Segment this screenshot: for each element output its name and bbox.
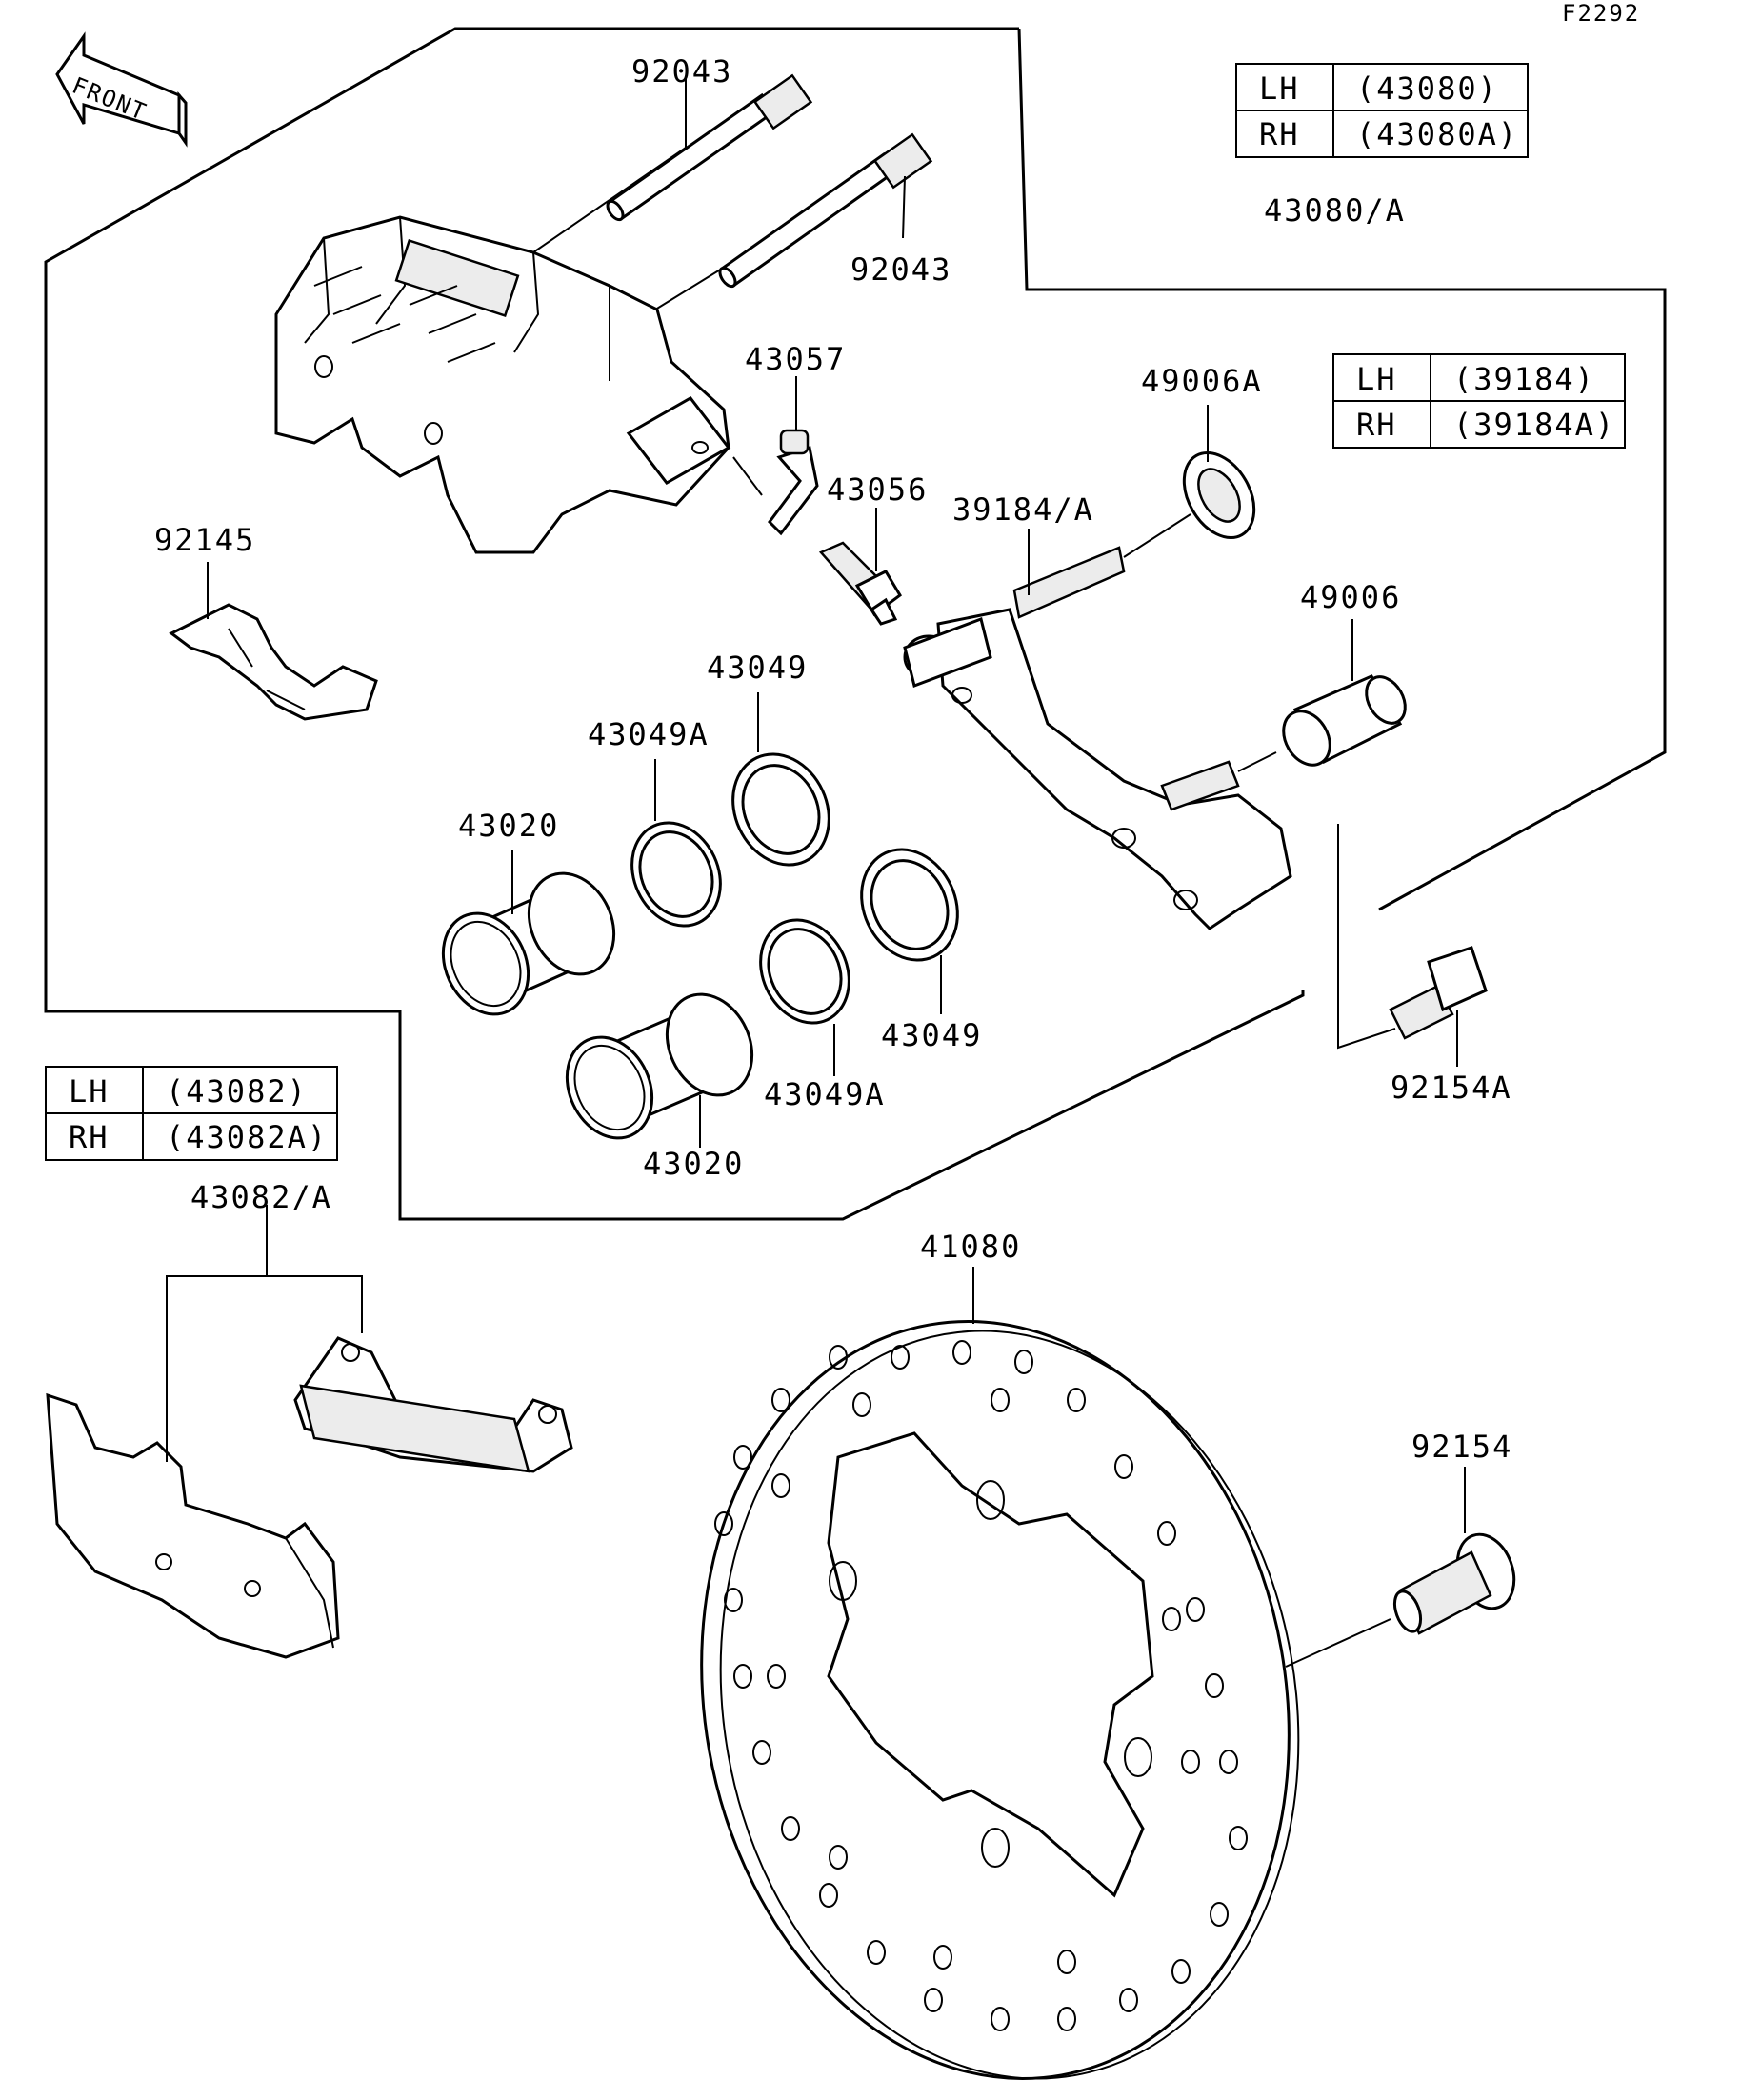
piston-upper	[441, 871, 616, 1016]
slide-pin-lower	[718, 132, 933, 289]
caliper-assembly-boundary-right	[1017, 28, 1667, 911]
table-bracket-lh-side: LH	[1356, 361, 1397, 397]
boot-upper	[1182, 450, 1256, 540]
callout-bleed-valve: 43056	[827, 471, 928, 508]
caliper-assembly-boundary	[44, 27, 1305, 1221]
callout-seal-dust-top: 43049A	[588, 716, 710, 752]
bracket-bolt	[1389, 946, 1488, 1040]
callout-seal-outer-top: 43049	[707, 650, 808, 686]
callout-disc: 41080	[920, 1229, 1021, 1265]
seal-dust-lower	[759, 918, 850, 1025]
boot-lower	[1282, 674, 1407, 767]
seal-outer-top	[731, 752, 830, 867]
table-caliper-rh-side: RH	[1259, 116, 1300, 152]
leader-disc-bolt-b	[1285, 1618, 1391, 1668]
callout-bracket: 39184/A	[952, 491, 1094, 528]
leader-bracket-bolt-b	[1337, 824, 1396, 1050]
brake-pad-front	[293, 1336, 573, 1473]
table-caliper-lh-side: LH	[1259, 70, 1300, 107]
leader-pin-lower-b	[647, 268, 723, 315]
callout-boot-upper: 49006A	[1141, 363, 1263, 399]
table-caliper-assembly: LH (43080) RH (43080A)	[1235, 63, 1529, 158]
leader-pin-lower	[902, 175, 906, 239]
caliper-bracket	[903, 546, 1292, 930]
piston-lower	[565, 992, 754, 1140]
callout-spring: 92145	[154, 522, 255, 558]
leader-caliper-cap	[732, 456, 763, 496]
table-caliper-lh-part: (43080)	[1356, 70, 1498, 107]
seal-dust-top	[630, 821, 722, 928]
disc-bolt	[1392, 1532, 1516, 1635]
table-bracket: LH (39184) RH (39184A)	[1332, 353, 1626, 449]
brake-disc	[700, 1320, 1300, 2080]
leader-pads-b	[166, 1275, 363, 1462]
callout-caliper-assembly: 43080/A	[1264, 192, 1406, 229]
table-pads: LH (43082) RH (43082A)	[45, 1066, 338, 1161]
callout-cap: 43057	[745, 341, 846, 377]
callout-pin-upper: 92043	[631, 53, 732, 90]
table-caliper-rh-part: (43080A)	[1356, 116, 1518, 152]
bleed-valve	[818, 541, 902, 626]
leader-pin-upper-b	[532, 147, 687, 253]
callout-boot-lower: 49006	[1300, 579, 1401, 615]
brake-pad-rear	[46, 1392, 340, 1659]
callout-seal-dust-lower: 43049A	[764, 1076, 886, 1112]
seal-outer-lower	[860, 848, 959, 962]
callout-pin-lower: 92043	[850, 251, 951, 288]
callout-bracket-bolt: 92154A	[1391, 1070, 1512, 1106]
leader-boot-upper-b	[1123, 513, 1191, 558]
callout-piston-lower: 43020	[643, 1146, 744, 1182]
disc-drill-holes	[714, 1340, 1248, 2031]
table-bracket-rh-side: RH	[1356, 407, 1397, 443]
table-pads-lh-part: (43082)	[166, 1073, 308, 1110]
pad-spring	[169, 603, 378, 721]
table-pads-rh-side: RH	[69, 1119, 110, 1155]
table-bracket-lh-part: (39184)	[1453, 361, 1595, 397]
caliper-body	[274, 215, 731, 554]
callout-disc-bolt: 92154	[1411, 1429, 1512, 1465]
slide-pin-upper	[606, 73, 813, 222]
leader-boot-lower-b	[1237, 751, 1277, 772]
bleeder-cap	[768, 429, 819, 536]
diagram-code: F2292	[1562, 0, 1640, 27]
table-pads-rh-part: (43082A)	[166, 1119, 328, 1155]
table-pads-lh-side: LH	[69, 1073, 110, 1110]
table-bracket-rh-part: (39184A)	[1453, 407, 1615, 443]
front-arrow-icon: FRONT	[55, 31, 188, 148]
callout-seal-outer-lower: 43049	[881, 1017, 982, 1053]
callout-pads: 43082/A	[190, 1179, 332, 1215]
callout-piston-upper: 43020	[458, 808, 559, 844]
